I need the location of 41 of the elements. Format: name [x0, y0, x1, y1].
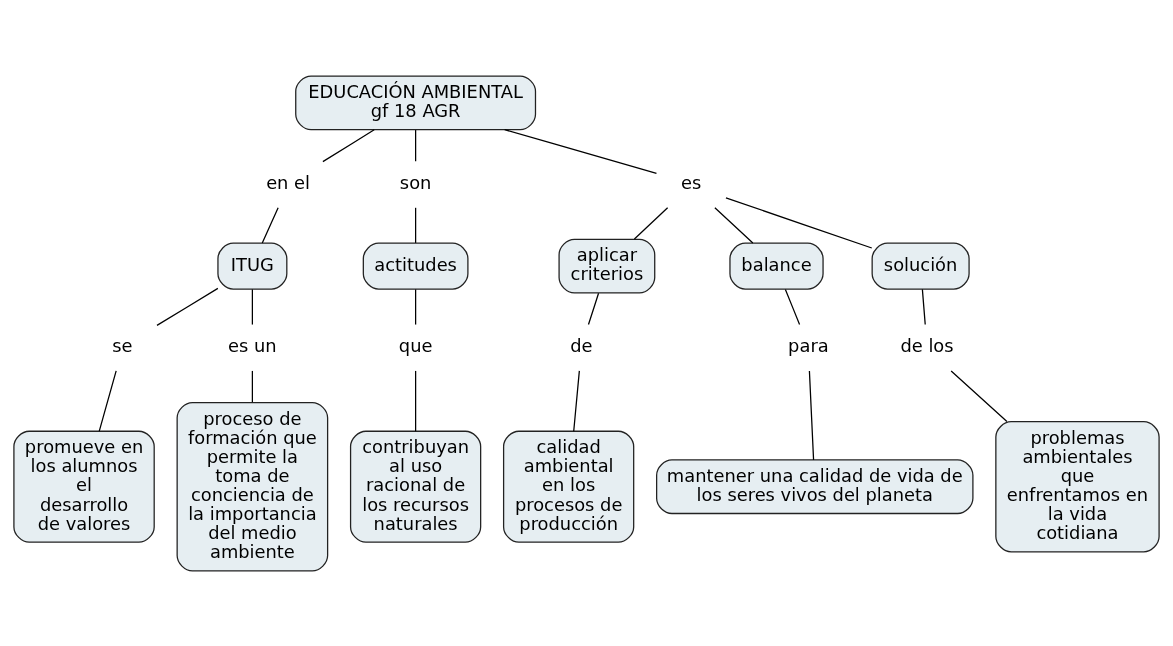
node-box: ITUG: [217, 242, 288, 290]
connector: [950, 369, 1008, 422]
connector: [251, 369, 253, 403]
node-box: problemas ambientales que enfrentamos en la vida cotidiana: [995, 420, 1160, 552]
node-text: de: [570, 334, 593, 356]
node-box: aplicar criterios: [558, 238, 656, 294]
node-text: de los: [900, 334, 954, 356]
node-box: balance: [729, 242, 824, 290]
connector: [322, 128, 375, 162]
node-box: contribuyan al uso racional de los recursos naturales: [349, 430, 482, 543]
node-text: son: [399, 171, 432, 193]
connector: [415, 369, 417, 432]
connector: [415, 206, 417, 244]
connector: [921, 288, 926, 325]
node-text: que: [398, 334, 433, 356]
connector: [633, 206, 669, 240]
connector: [784, 288, 801, 325]
node-box: actitudes: [362, 242, 469, 290]
node-box: calidad ambiental en los procesos de producción: [502, 430, 635, 543]
connector: [415, 288, 417, 325]
node-box: proceso de formación que permite la toma de conciencia de la importancia del medio ambiente: [176, 401, 329, 572]
node-text: se: [112, 334, 133, 356]
connector: [573, 369, 580, 432]
connector: [504, 128, 658, 174]
node-box: solución: [871, 242, 970, 290]
connector: [415, 128, 417, 162]
node-text: en el: [266, 171, 311, 193]
node-text: es un: [228, 334, 277, 356]
connector: [714, 206, 754, 244]
connector: [156, 287, 219, 326]
connector: [261, 206, 279, 244]
connector: [98, 369, 117, 432]
connector: [725, 196, 873, 249]
connector: [587, 292, 600, 325]
node-box: EDUCACIÓN AMBIENTAL gf 18 AGR: [295, 74, 537, 130]
connector: [808, 369, 815, 460]
node-box: promueve en los alumnos el desarrollo de valores: [13, 430, 155, 543]
node-box: mantener una calidad de vida de los seres vivos del planeta: [656, 458, 974, 514]
node-text: para: [788, 334, 829, 356]
node-text: es: [680, 171, 702, 193]
connector: [251, 288, 253, 325]
